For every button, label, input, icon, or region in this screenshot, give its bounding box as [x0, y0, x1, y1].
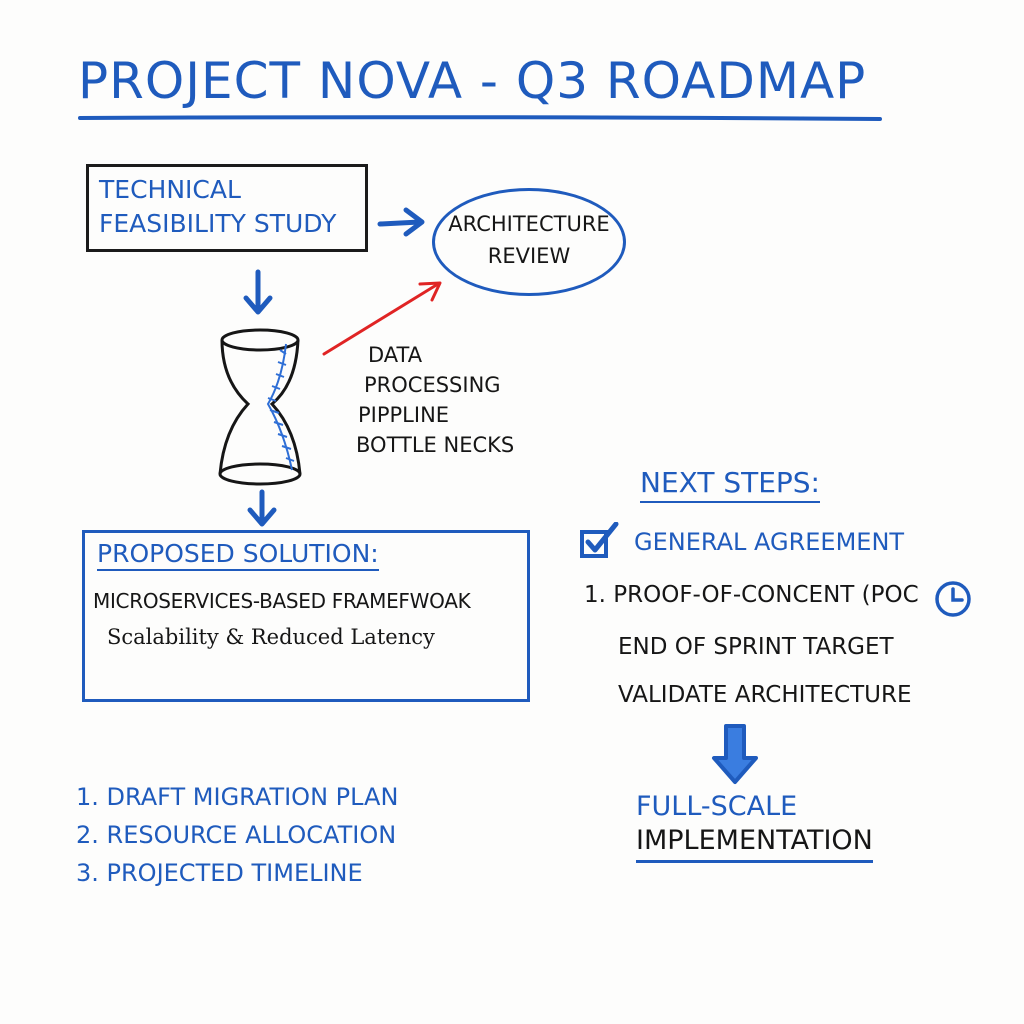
list-item: 3. PROJECTED TIMELINE — [76, 859, 363, 887]
poc-label: 1. PROOF-OF-CONCENT (POC — [584, 582, 919, 608]
arrow-down-icon — [247, 489, 277, 527]
full-scale-line-2: IMPLEMENTATION — [636, 824, 873, 863]
bottleneck-note: DATA PROCESSING PIPPLINE BOTTLE NECKS — [356, 340, 514, 460]
bottleneck-line-1: DATA — [368, 343, 423, 367]
agreement-row: GENERAL AGREEMENT — [580, 521, 905, 562]
proposed-solution-heading: PROPOSED SOLUTION: — [97, 539, 379, 571]
hourglass-icon — [218, 328, 302, 486]
checkbox-checked-icon — [580, 521, 620, 562]
title-underline — [78, 115, 882, 121]
arrow-right-icon — [377, 207, 425, 237]
proposed-solution-box: PROPOSED SOLUTION: MICROSERVICES-BASED F… — [82, 530, 530, 702]
feasibility-study-box: TECHNICAL FEASIBILITY STUDY — [86, 164, 368, 252]
feasibility-line-2: FEASIBILITY STUDY — [99, 209, 337, 238]
bottleneck-line-2: PROCESSING — [364, 373, 501, 397]
list-item: 2. RESOURCE ALLOCATION — [76, 821, 397, 849]
hourglass-shading — [266, 343, 295, 471]
sprint-target: END OF SPRINT TARGET — [618, 634, 894, 660]
list-item: 1. DRAFT MIGRATION PLAN — [76, 783, 399, 811]
action-items-list: 1. DRAFT MIGRATION PLAN 2. RESOURCE ALLO… — [76, 778, 398, 892]
full-scale-implementation: FULL-SCALE IMPLEMENTATION — [636, 790, 873, 863]
bottleneck-line-4: BOTTLE NECKS — [356, 433, 515, 457]
architecture-line-2: REVIEW — [487, 244, 571, 268]
bottleneck-line-3: PIPPLINE — [358, 403, 450, 427]
agreement-label: GENERAL AGREEMENT — [634, 528, 905, 556]
architecture-review-ellipse: ARCHITECTURE REVIEW — [432, 188, 626, 296]
red-arrow-icon — [322, 281, 442, 356]
full-scale-line-1: FULL-SCALE — [636, 791, 798, 822]
poc-row: 1. PROOF-OF-CONCENT (POC — [584, 581, 971, 617]
clock-icon — [934, 580, 972, 624]
proposed-solution-benefit: Scalability & Reduced Latency — [107, 625, 435, 649]
architecture-line-1: ARCHITECTURE — [448, 212, 610, 236]
page-title: PROJECT NOVA - Q3 ROADMAP — [78, 52, 867, 110]
arrow-down-icon — [243, 269, 273, 315]
validate-architecture: VALIDATE ARCHITECTURE — [618, 682, 912, 708]
arrow-down-icon — [712, 724, 758, 784]
next-steps-heading: NEXT STEPS: — [640, 466, 820, 503]
feasibility-line-1: TECHNICAL — [99, 175, 241, 204]
proposed-solution-framework: MICROSERVICES-BASED FRAMEFWOAK — [93, 589, 471, 613]
